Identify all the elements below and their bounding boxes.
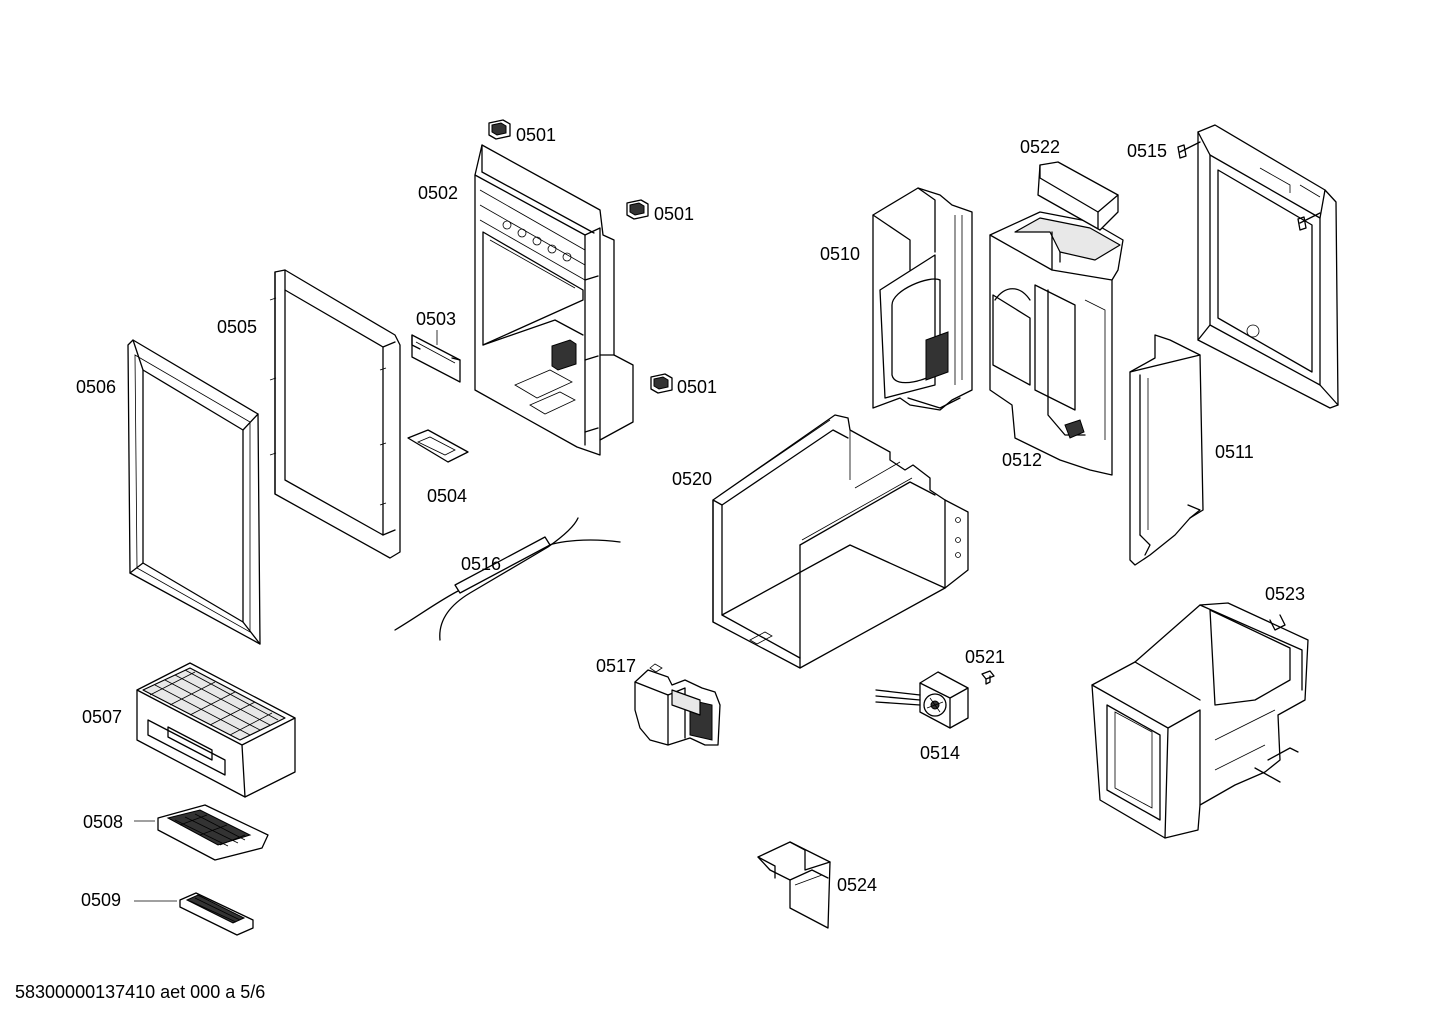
part-0503-plate: [411, 334, 461, 383]
part-0521-screw: [981, 670, 995, 685]
part-0520-box-frame: [712, 414, 969, 669]
part-0523-ice-bucket: [1091, 602, 1309, 839]
label-0523: 0523: [1265, 584, 1305, 604]
part-0504-plate: [407, 429, 469, 463]
document-id-footer: 58300000137410 aet 000 a 5/6: [15, 982, 265, 1002]
part-0501-clip-lower: [650, 373, 673, 394]
label-0515: 0515: [1127, 141, 1167, 161]
part-0524-bracket: [757, 841, 831, 929]
part-0506-outer-frame: [127, 339, 261, 645]
part-0516-wire: [394, 517, 621, 641]
part-0517-valve: [634, 663, 721, 746]
label-0510: 0510: [820, 244, 860, 264]
label-0505: 0505: [217, 317, 257, 337]
label-0514: 0514: [920, 743, 960, 763]
label-0504: 0504: [427, 486, 467, 506]
label-0501-right: 0501: [654, 204, 694, 224]
label-0506: 0506: [76, 377, 116, 397]
label-0502: 0502: [418, 183, 458, 203]
part-0508-grate: [157, 804, 269, 861]
part-0512-ice-maker: [989, 211, 1124, 476]
label-0509: 0509: [81, 890, 121, 910]
label-0512: 0512: [1002, 450, 1042, 470]
part-0502-dispenser-housing: [474, 144, 634, 456]
label-0501-lower: 0501: [677, 377, 717, 397]
part-0511-side-panel: [1129, 334, 1204, 566]
label-0520: 0520: [672, 469, 712, 489]
part-0505-inner-frame: [269, 269, 401, 559]
label-0501-top: 0501: [516, 125, 556, 145]
part-0522-cover: [1037, 161, 1119, 231]
label-0516: 0516: [461, 554, 501, 574]
part-0510-liner: [872, 187, 973, 411]
part-0514-fan: [875, 671, 969, 729]
label-0524: 0524: [837, 875, 877, 895]
label-0511: 0511: [1215, 442, 1254, 462]
part-0515-door-frame: [1177, 124, 1339, 409]
part-0507-chute-box: [136, 662, 296, 798]
label-0517: 0517: [596, 656, 636, 676]
part-0501-clip-right: [626, 199, 649, 220]
label-0503: 0503: [416, 309, 456, 329]
label-0508: 0508: [83, 812, 123, 832]
label-0522: 0522: [1020, 137, 1060, 157]
label-0507: 0507: [82, 707, 122, 727]
part-0509-small-grate: [179, 892, 254, 936]
label-0521: 0521: [965, 647, 1005, 667]
part-0501-clip-top: [488, 119, 511, 140]
